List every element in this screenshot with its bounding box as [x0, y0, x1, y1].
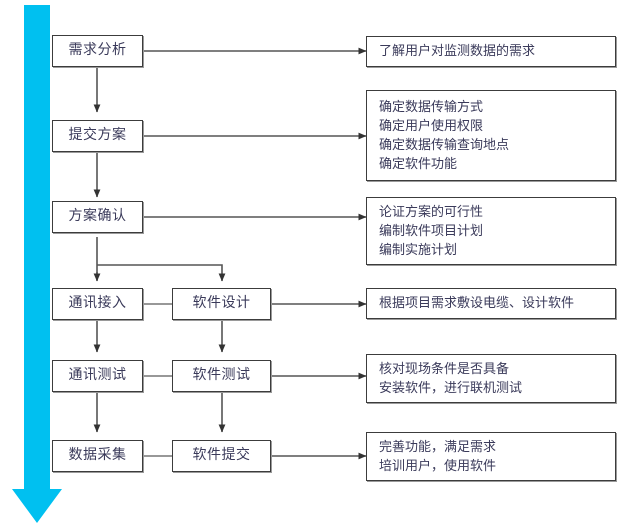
- detail-line: 培训用户，使用软件: [379, 458, 497, 474]
- node-secondary-stage-5[interactable]: 软件测试: [172, 360, 271, 392]
- node-label: 软件设计: [192, 295, 251, 312]
- node-main-stage-4[interactable]: 通讯接入: [52, 288, 143, 320]
- detail-line: 核对现场条件是否具备: [379, 361, 510, 377]
- node-label: 数据采集: [68, 447, 127, 464]
- node-label: 通讯测试: [68, 367, 127, 384]
- detail-line: 论证方案的可行性: [379, 204, 484, 220]
- detail-line: 根据项目需求敷设电缆、设计软件: [379, 296, 575, 311]
- detail-line: 确定数据传输方式: [379, 99, 484, 115]
- detail-line: 确定软件功能: [379, 156, 458, 172]
- branch-connector-to-software-design: [97, 264, 226, 282]
- detail-connectors: [143, 47, 367, 460]
- detail-line: 确定数据传输查询地点: [379, 137, 510, 153]
- detail-line: 完善功能，满足需求: [379, 439, 497, 455]
- node-label: 方案确认: [68, 208, 127, 225]
- row-link-connectors: [143, 303, 172, 457]
- detail-line: 编制软件项目计划: [379, 223, 484, 239]
- detail-line: 了解用户对监测数据的需求: [379, 44, 536, 59]
- detail-line: 安装软件，进行联机测试: [379, 380, 523, 396]
- node-label: 软件提交: [192, 447, 251, 464]
- process-direction-arrow: [12, 5, 62, 523]
- node-label: 通讯接入: [68, 295, 127, 312]
- node-main-stage-3[interactable]: 方案确认: [52, 201, 143, 233]
- node-main-stage-1[interactable]: 需求分析: [52, 35, 143, 67]
- detail-box-stage-1[interactable]: 了解用户对监测数据的需求: [366, 36, 616, 67]
- detail-box-stage-3[interactable]: 论证方案的可行性 编制软件项目计划 编制实施计划: [366, 197, 616, 265]
- node-secondary-stage-6[interactable]: 软件提交: [172, 440, 271, 472]
- detail-box-stage-5[interactable]: 核对现场条件是否具备 安装软件，进行联机测试: [366, 354, 616, 403]
- detail-line: 确定用户使用权限: [379, 118, 484, 134]
- node-secondary-stage-4[interactable]: 软件设计: [172, 288, 271, 320]
- detail-box-stage-2[interactable]: 确定数据传输方式 确定用户使用权限 确定数据传输查询地点 确定软件功能: [366, 90, 616, 181]
- node-label: 提交方案: [68, 127, 127, 144]
- node-label: 需求分析: [68, 42, 127, 59]
- node-main-stage-6[interactable]: 数据采集: [52, 440, 143, 472]
- detail-box-stage-6[interactable]: 完善功能，满足需求 培训用户，使用软件: [366, 432, 616, 481]
- detail-line: 编制实施计划: [379, 242, 458, 258]
- node-main-stage-2[interactable]: 提交方案: [52, 120, 143, 152]
- detail-box-stage-4[interactable]: 根据项目需求敷设电缆、设计软件: [366, 288, 616, 319]
- node-label: 软件测试: [192, 367, 251, 384]
- node-main-stage-5[interactable]: 通讯测试: [52, 360, 143, 392]
